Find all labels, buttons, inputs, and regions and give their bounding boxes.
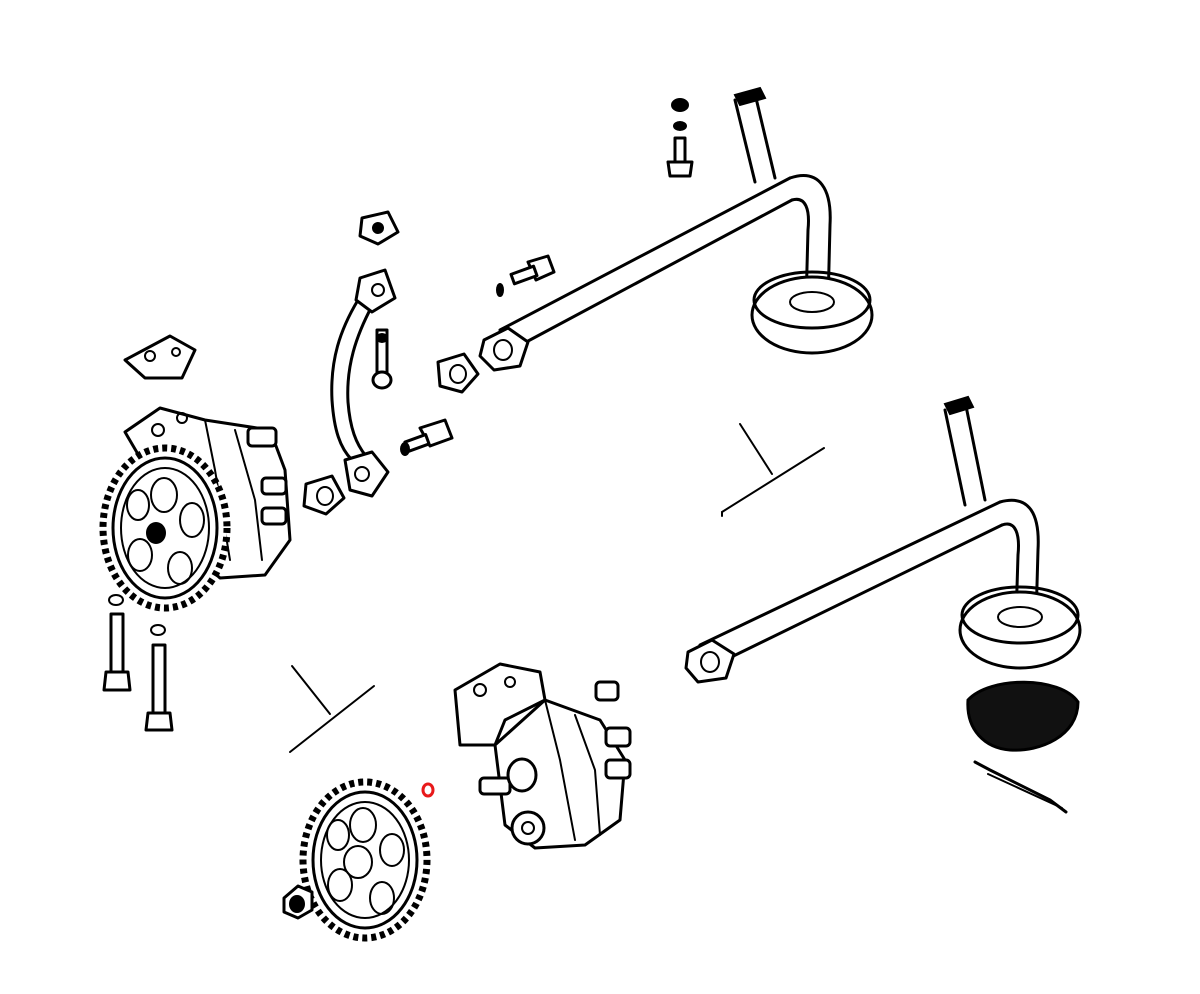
upper-pump-drive-gear — [99, 444, 231, 612]
pipe-flange-bolts — [371, 98, 694, 456]
delivery-pipe — [330, 268, 397, 498]
lower-suction-pipe-strainer — [684, 395, 1082, 684]
delivery-pipe-gaskets — [302, 210, 480, 516]
highlighted-o-ring — [421, 782, 435, 798]
lower-pump-drive-gear — [299, 778, 431, 942]
lower-oil-pump-body — [453, 662, 632, 850]
leader-lines — [289, 423, 825, 753]
strainer-screen-disc — [966, 680, 1080, 752]
gear-retaining-nut — [282, 884, 314, 920]
upper-pump-mounting-bolts — [102, 594, 174, 732]
upper-suction-pipe-strainer — [478, 86, 874, 372]
upper-pump-cover-plate — [123, 334, 197, 380]
retaining-clip — [973, 760, 1068, 814]
